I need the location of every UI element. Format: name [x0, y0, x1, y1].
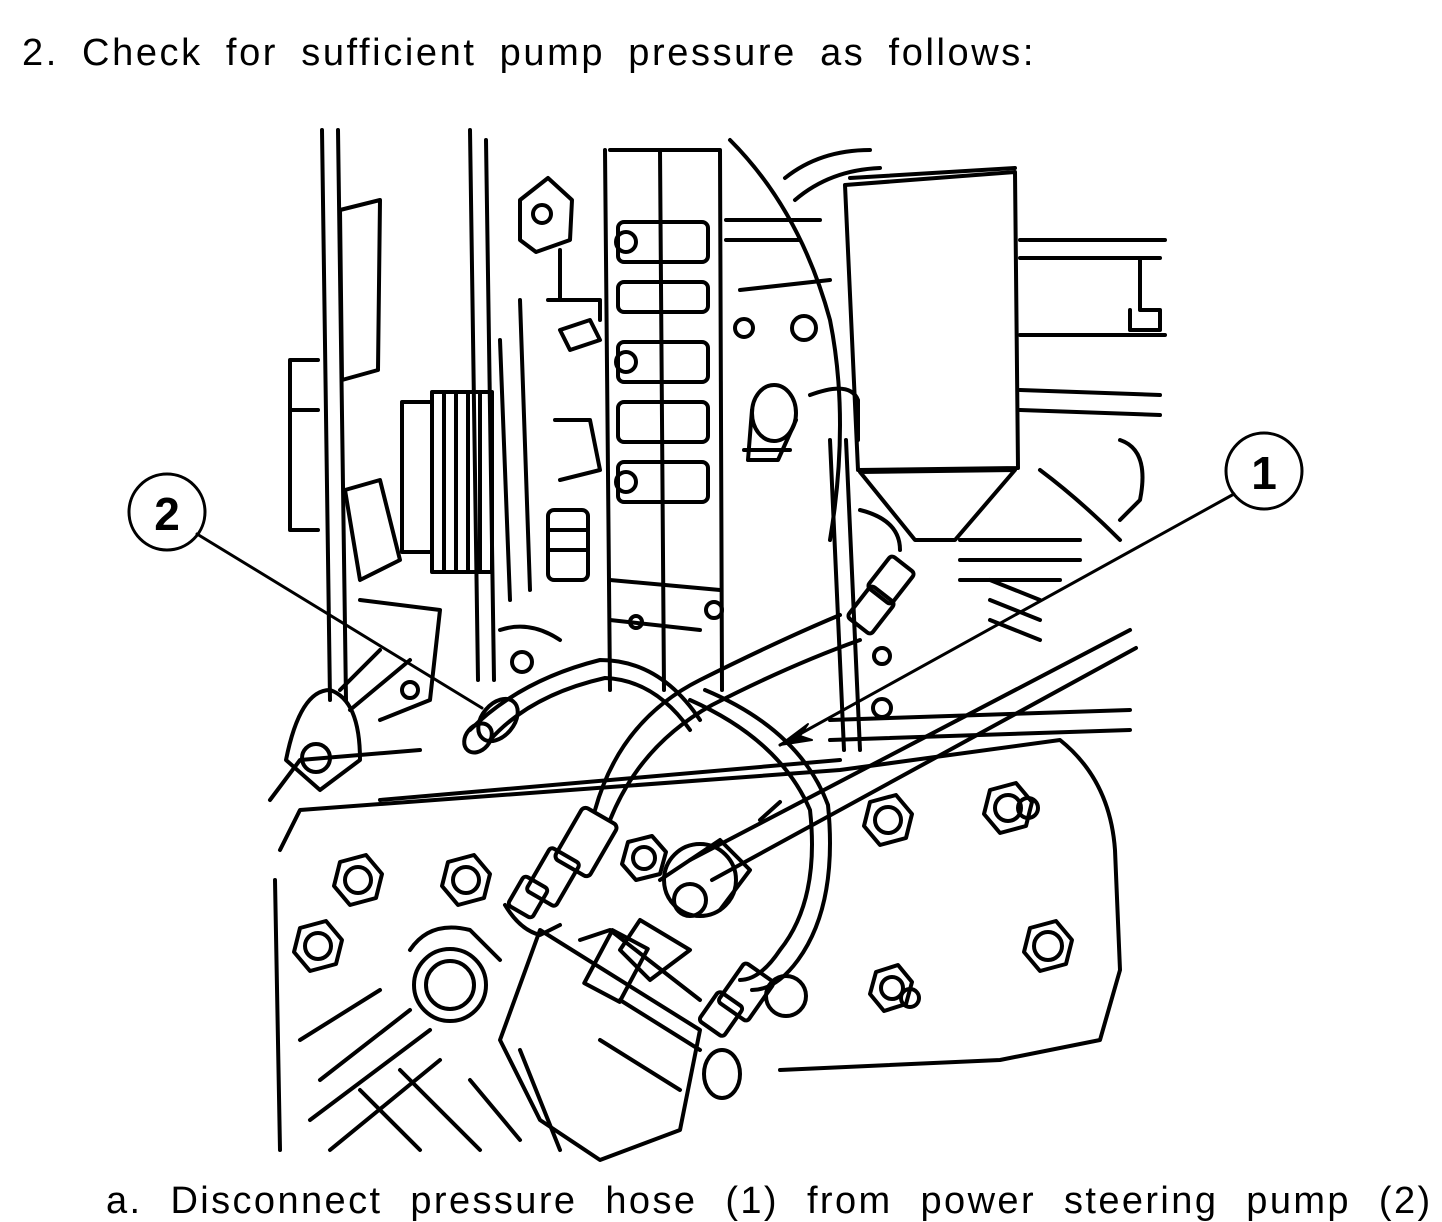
- reservoir-hose: [742, 383, 860, 462]
- right-fins: [828, 438, 1145, 742]
- pump-fitting: [284, 624, 702, 792]
- power-steering-pump: [298, 925, 702, 1162]
- radiator-stack: [603, 148, 724, 692]
- substep-a: a. Disconnect pressure hose (1) from pow…: [106, 1180, 1433, 1222]
- fan-shroud: [728, 138, 842, 542]
- callout-2: 2: [127, 472, 484, 710]
- callout-1: 1: [778, 431, 1304, 747]
- callout-number-1: 1: [1251, 447, 1277, 499]
- shroud-bolt: [733, 317, 755, 339]
- gauge-line: [618, 628, 1138, 982]
- plate-bolts: [292, 781, 1074, 1018]
- engine-plate: [268, 738, 1122, 1152]
- fan-shroud-lines: [724, 218, 832, 292]
- bracket: [498, 176, 602, 602]
- step-heading: 2. Check for sufficient pump pressure as…: [22, 32, 1037, 74]
- pulley: [400, 390, 494, 574]
- shroud-bolt: [790, 314, 818, 342]
- pump-bracket: [828, 438, 916, 752]
- callout-number-2: 2: [154, 488, 180, 540]
- engine-illustration: 1 2: [127, 128, 1304, 1162]
- frame-rails: [288, 128, 496, 722]
- reservoir: [783, 148, 1167, 542]
- pressure-hose: [503, 613, 862, 1100]
